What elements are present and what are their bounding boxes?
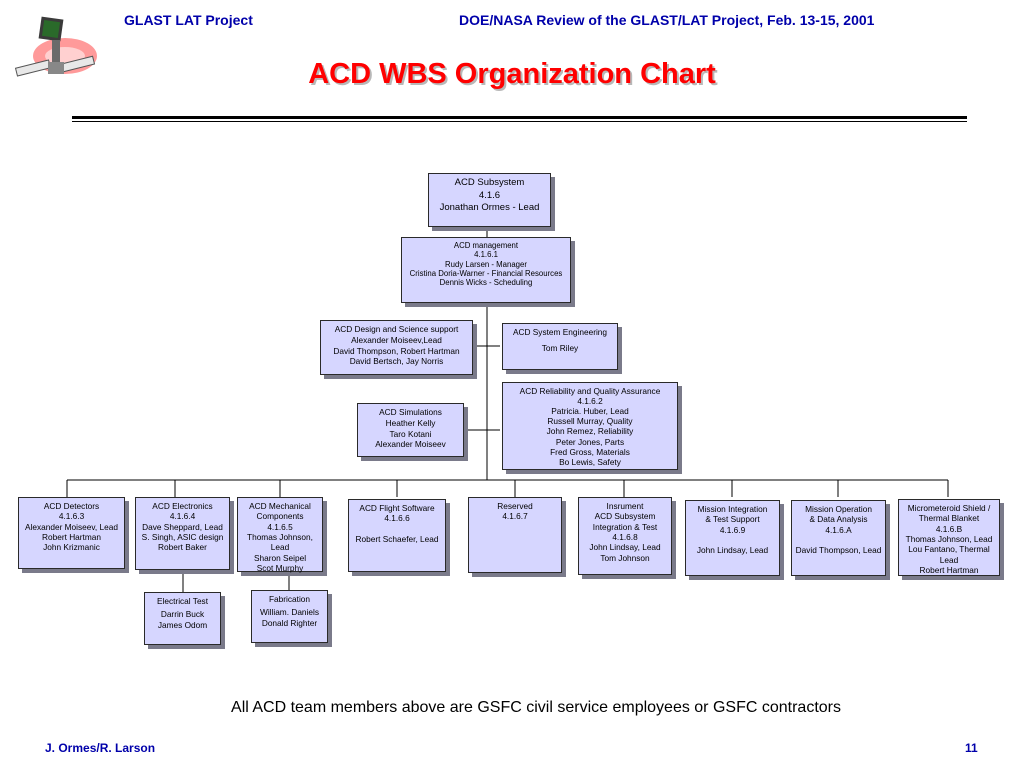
acd-system-engineering-details: Tom Riley: [541, 343, 579, 354]
acd-system-engineering-box: ACD System Engineering Tom Riley: [502, 323, 618, 370]
acd-detectors-box: ACD Detectors 4.1.6.3 Alexander Moiseev,…: [18, 497, 125, 569]
acd-mechanical-details: 4.1.6.5 Thomas Johnson, Lead Sharon Seip…: [247, 521, 313, 574]
acd-reliability-box: ACD Reliability and Quality Assurance 4.…: [502, 382, 678, 470]
acd-detectors-details: 4.1.6.3 Alexander Moiseev, Lead Robert H…: [24, 511, 118, 553]
acd-subsystem-details: 4.1.6 Jonathan Ormes - Lead: [439, 189, 540, 213]
mission-integration-details: 4.1.6.9 John Lindsay, Lead: [696, 524, 769, 556]
instrument-integration-box: Insrument ACD Subsystem Integration & Te…: [578, 497, 672, 575]
fabrication-details: William. Daniels Donald Righter: [259, 607, 319, 628]
acd-management-title: ACD management: [453, 241, 519, 250]
acd-mechanical-box: ACD Mechanical Components 4.1.6.5 Thomas…: [237, 497, 323, 574]
header-project: GLAST LAT Project: [124, 12, 253, 28]
instrument-integration-title: Insrument ACD Subsystem Integration & Te…: [592, 501, 658, 532]
acd-electronics-details: 4.1.6.4 Dave Sheppard, Lead S. Singh, AS…: [141, 511, 224, 553]
page-title: ACD WBS Organization Chart: [308, 58, 716, 90]
acd-electronics-box: ACD Electronics 4.1.6.4 Dave Sheppard, L…: [135, 497, 230, 570]
acd-reliability-title: ACD Reliability and Quality Assurance: [519, 386, 661, 396]
electrical-test-title: Electrical Test: [156, 596, 209, 606]
acd-reliability-details: 4.1.6.2 Patricia. Huber, Lead Russell Mu…: [546, 396, 634, 467]
glast-satellite-logo: [14, 16, 97, 77]
fabrication-title: Fabrication: [268, 594, 311, 604]
acd-mechanical-title: ACD Mechanical Components: [249, 501, 311, 522]
micrometeoroid-shield-details: 4.1.6.B Thomas Johnson, Lead Lou Fantano…: [905, 523, 993, 576]
acd-simulations-box: ACD Simulations Heather Kelly Taro Kotan…: [357, 403, 464, 457]
mission-operation-title: Mission Operation & Data Analysis: [805, 504, 872, 525]
acd-management-details: 4.1.6.1 Rudy Larsen - Manager Cristina D…: [409, 250, 563, 288]
acd-design-box: ACD Design and Science support Alexander…: [320, 320, 473, 375]
acd-subsystem-title: ACD Subsystem: [454, 177, 525, 188]
acd-electronics-title: ACD Electronics: [152, 501, 213, 511]
acd-flight-software-title: ACD Flight Software: [359, 503, 435, 513]
mission-operation-details: 4.1.6.A David Thompson, Lead: [795, 524, 882, 556]
mission-integration-title: Mission Integration & Test Support: [697, 504, 768, 525]
reserved-details: 4.1.6.7: [502, 511, 528, 522]
reserved-title: Reserved: [497, 501, 533, 511]
acd-management-box: ACD management 4.1.6.1 Rudy Larsen - Man…: [401, 237, 571, 303]
mission-operation-box: Mission Operation & Data Analysis 4.1.6.…: [791, 500, 886, 576]
acd-detectors-title: ACD Detectors: [43, 501, 100, 511]
acd-simulations-title: ACD Simulations: [379, 407, 442, 417]
acd-subsystem-box: ACD Subsystem 4.1.6 Jonathan Ormes - Lea…: [428, 173, 551, 227]
footnote: All ACD team members above are GSFC civi…: [231, 699, 841, 716]
fabrication-box: Fabrication William. Daniels Donald Righ…: [251, 590, 328, 643]
acd-flight-software-details: 4.1.6.6 Robert Schaefer, Lead: [355, 513, 439, 545]
micrometeoroid-shield-box: Micrometeroid Shield / Thermal Blanket 4…: [898, 499, 1000, 576]
footer-authors: J. Ormes/R. Larson: [45, 741, 156, 755]
instrument-integration-details: 4.1.6.8 John Lindsay, Lead Tom Johnson: [589, 532, 661, 563]
reserved-box: Reserved 4.1.6.7: [468, 497, 562, 573]
header-review: DOE/NASA Review of the GLAST/LAT Project…: [459, 12, 875, 28]
acd-flight-software-box: ACD Flight Software 4.1.6.6 Robert Schae…: [348, 499, 446, 572]
title-rule: [72, 116, 967, 119]
page-number: 11: [965, 741, 978, 755]
acd-design-title: ACD Design and Science support: [334, 324, 459, 334]
electrical-test-box: Electrical Test Darrin Buck James Odom: [144, 592, 221, 645]
acd-design-details: Alexander Moiseev,Lead David Thompson, R…: [333, 335, 460, 367]
acd-system-engineering-title: ACD System Engineering: [512, 327, 608, 337]
micrometeoroid-shield-title: Micrometeroid Shield / Thermal Blanket: [907, 503, 991, 524]
mission-integration-box: Mission Integration & Test Support 4.1.6…: [685, 500, 780, 576]
electrical-test-details: Darrin Buck James Odom: [157, 609, 208, 630]
acd-simulations-details: Heather Kelly Taro Kotani Alexander Mois…: [375, 418, 446, 450]
title-rule-thin: [72, 121, 967, 122]
